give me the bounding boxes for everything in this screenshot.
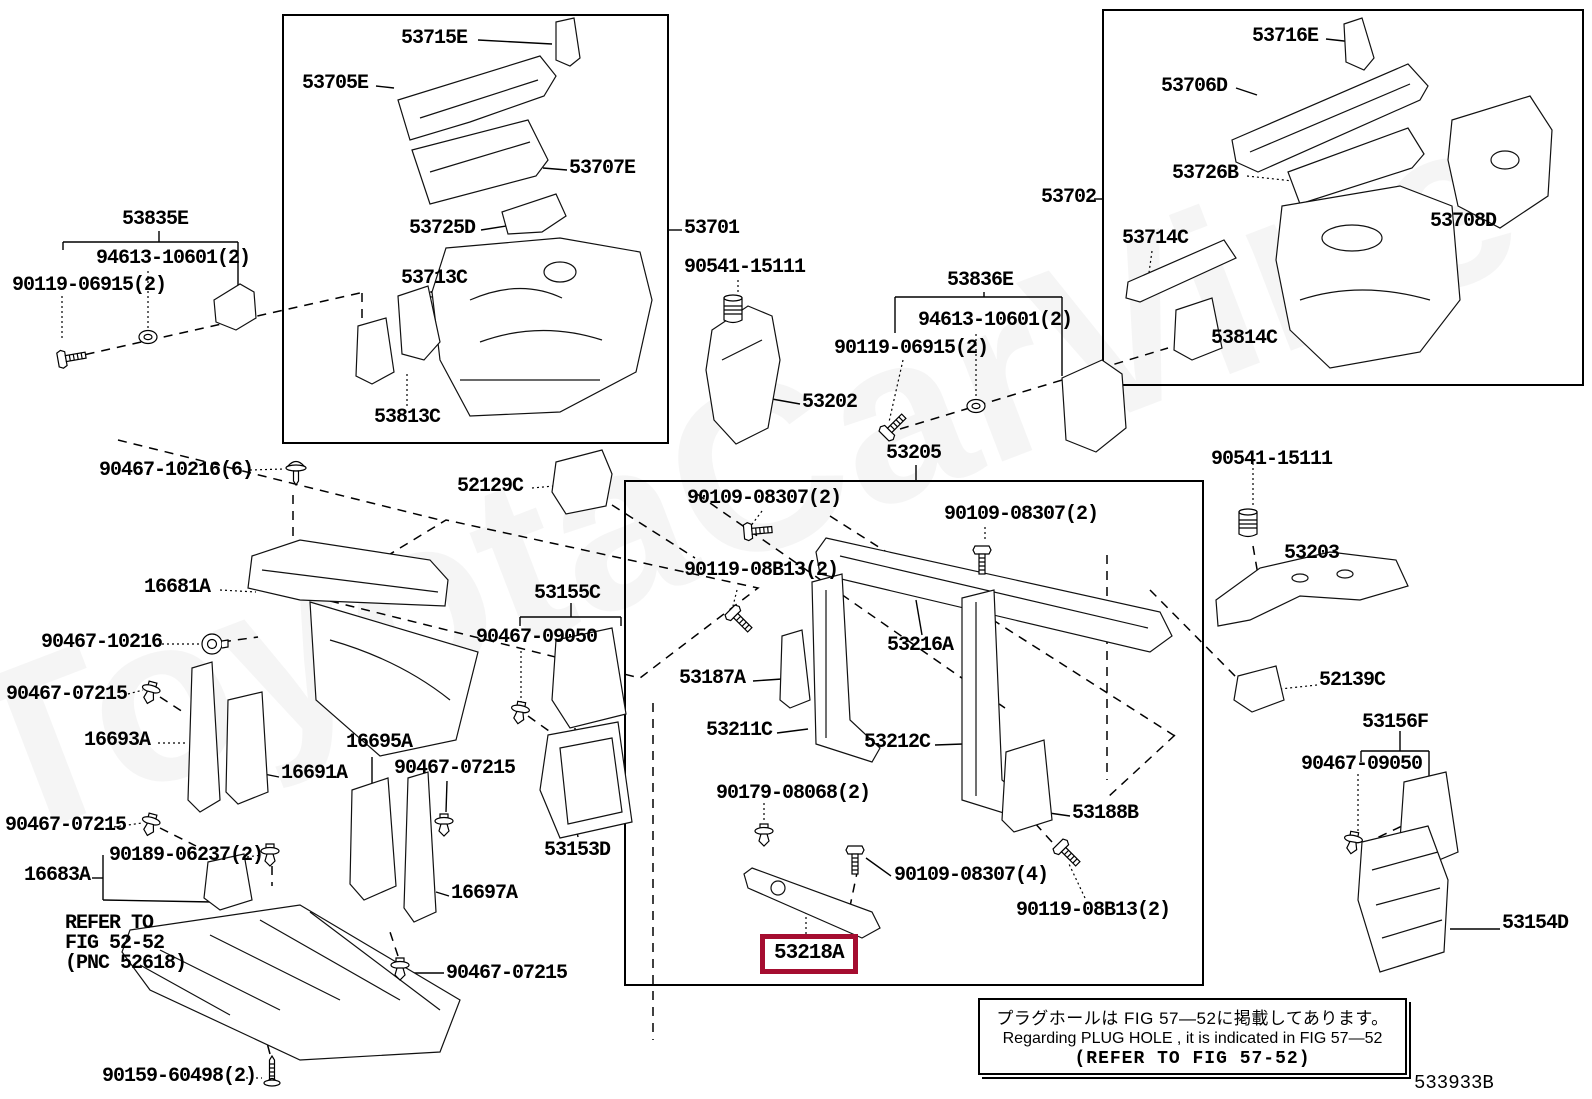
- part-label-90541-15111-b[interactable]: 90541-15111: [1211, 448, 1333, 471]
- part-label-53205[interactable]: 53205: [886, 442, 942, 465]
- part-label-52139C[interactable]: 52139C: [1319, 669, 1386, 692]
- refer-note-line3: (PNC 52618): [65, 952, 187, 975]
- part-label-16693A[interactable]: 16693A: [84, 729, 151, 752]
- part-label-53715E[interactable]: 53715E: [401, 27, 468, 50]
- part-label-53701[interactable]: 53701: [684, 217, 740, 240]
- part-label-53203[interactable]: 53203: [1284, 542, 1340, 565]
- part-label-53708D[interactable]: 53708D: [1430, 210, 1497, 233]
- part-label-53187A[interactable]: 53187A: [679, 667, 746, 690]
- part-label-94613-10601-a[interactable]: 94613-10601(2): [96, 247, 251, 270]
- part-label-90467-07215-c[interactable]: 90467-07215: [5, 814, 127, 837]
- part-label-16695A[interactable]: 16695A: [346, 731, 413, 754]
- part-label-90189-06237[interactable]: 90189-06237(2): [109, 844, 264, 867]
- part-label-53153D[interactable]: 53153D: [544, 839, 611, 862]
- part-label-90467-10216[interactable]: 90467-10216: [41, 631, 163, 654]
- part-label-90467-07215-a[interactable]: 90467-07215: [6, 683, 128, 706]
- part-label-53188B[interactable]: 53188B: [1072, 802, 1139, 825]
- note-line-english: Regarding PLUG HOLE , it is indicated in…: [1002, 1030, 1383, 1047]
- part-label-53836E[interactable]: 53836E: [947, 269, 1014, 292]
- part-label-16697A[interactable]: 16697A: [451, 882, 518, 905]
- part-label-53813C[interactable]: 53813C: [374, 406, 441, 429]
- part-label-90119-06915-b[interactable]: 90119-06915(2): [834, 337, 989, 360]
- highlighted-part-53218A[interactable]: 53218A: [760, 934, 858, 974]
- part-label-90159-60498[interactable]: 90159-60498(2): [102, 1065, 257, 1088]
- part-label-53725D[interactable]: 53725D: [409, 217, 476, 240]
- part-label-53216A[interactable]: 53216A: [887, 634, 954, 657]
- part-label-53155C[interactable]: 53155C: [534, 582, 601, 605]
- diagram-code: 533933B: [1414, 1072, 1494, 1094]
- part-label-53202[interactable]: 53202: [802, 391, 858, 414]
- part-label-16683A[interactable]: 16683A: [24, 864, 91, 887]
- part-label-53154D[interactable]: 53154D: [1502, 912, 1569, 935]
- part-label-53702[interactable]: 53702: [1041, 186, 1097, 209]
- part-label-53714C[interactable]: 53714C: [1122, 227, 1189, 250]
- part-label-90467-09050-b[interactable]: 90467-09050: [1301, 753, 1423, 776]
- part-label-90467-07215-b[interactable]: 90467-07215: [394, 757, 516, 780]
- part-label-90109-08307-c[interactable]: 90109-08307(4): [894, 864, 1049, 887]
- dashed-lines: [69, 292, 1403, 1055]
- part-label-53156F[interactable]: 53156F: [1362, 711, 1429, 734]
- assembly-boxes: [282, 9, 1584, 986]
- part-label-53835E[interactable]: 53835E: [122, 208, 189, 231]
- refer-note: REFER TO FIG 52-52 (PNC 52618): [65, 912, 187, 975]
- part-label-90109-08307-b[interactable]: 90109-08307(2): [944, 503, 1099, 526]
- part-label-90467-09050-a[interactable]: 90467-09050: [476, 626, 598, 649]
- part-label-53706D[interactable]: 53706D: [1161, 75, 1228, 98]
- note-line-reference: (REFER TO FIG 57-52): [1074, 1049, 1311, 1069]
- part-label-53713C[interactable]: 53713C: [401, 267, 468, 290]
- part-label-90119-06915-a[interactable]: 90119-06915(2): [12, 274, 167, 297]
- part-label-16691A[interactable]: 16691A: [281, 762, 348, 785]
- part-label-53212C[interactable]: 53212C: [864, 731, 931, 754]
- part-label-90179-08068[interactable]: 90179-08068(2): [716, 782, 871, 805]
- part-label-53814C[interactable]: 53814C: [1211, 327, 1278, 350]
- part-label-16681A[interactable]: 16681A: [144, 576, 211, 599]
- part-label-90119-08B13-a[interactable]: 90119-08B13(2): [684, 559, 839, 582]
- part-label-53726B[interactable]: 53726B: [1172, 162, 1239, 185]
- part-label-53705E[interactable]: 53705E: [302, 72, 369, 95]
- plug-hole-note-box: プラグホールは FIG 57—52に掲載してあります。 Regarding PL…: [978, 998, 1407, 1075]
- part-label-53211C[interactable]: 53211C: [706, 719, 773, 742]
- note-line-japanese: プラグホールは FIG 57—52に掲載してあります。: [996, 1009, 1389, 1028]
- part-label-90119-08B13-b[interactable]: 90119-08B13(2): [1016, 899, 1171, 922]
- part-label-90109-08307-a[interactable]: 90109-08307(2): [687, 487, 842, 510]
- part-label-53716E[interactable]: 53716E: [1252, 25, 1319, 48]
- part-sketches: [121, 17, 1553, 1061]
- refer-note-line1: REFER TO: [65, 912, 154, 935]
- part-label-90467-07215-d[interactable]: 90467-07215: [446, 962, 568, 985]
- part-label-94613-10601-b[interactable]: 94613-10601(2): [918, 309, 1073, 332]
- part-label-53707E[interactable]: 53707E: [569, 157, 636, 180]
- part-label-52129C[interactable]: 52129C: [457, 475, 524, 498]
- refer-note-line2: FIG 52-52: [65, 932, 165, 955]
- part-label-53218A: 53218A: [774, 942, 845, 965]
- part-label-90467-10216-6[interactable]: 90467-10216(6): [99, 459, 254, 482]
- part-label-90541-15111-a[interactable]: 90541-15111: [684, 256, 806, 279]
